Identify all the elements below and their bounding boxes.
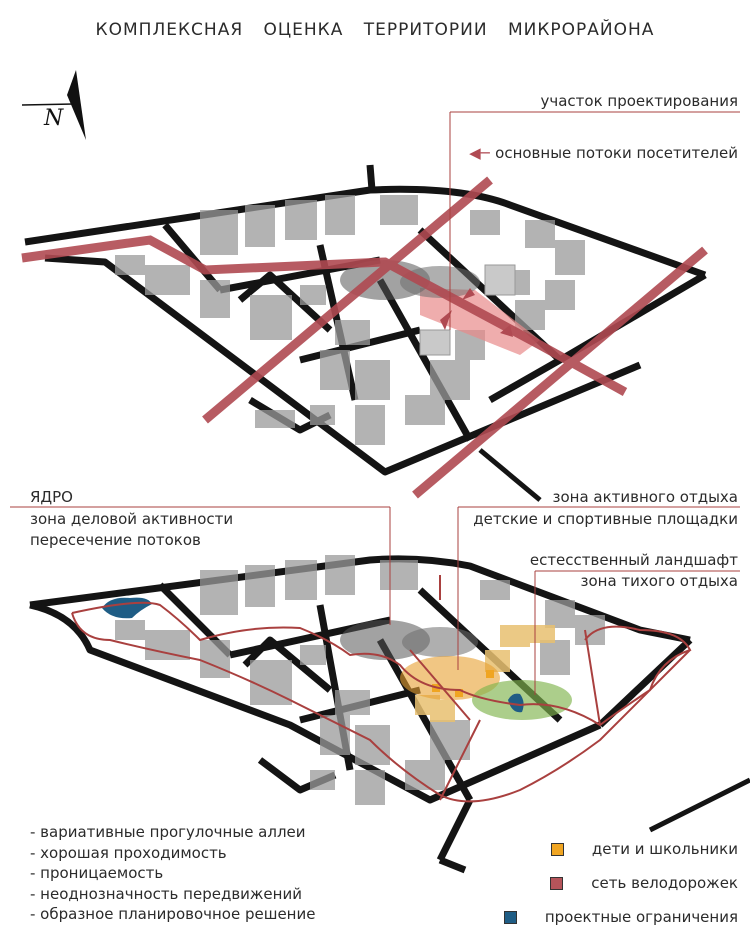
page-title: КОМПЛЕКСНАЯ ОЦЕНКА ТЕРРИТОРИИ МИКРОРАЙОН…: [95, 20, 655, 40]
visitor-flows-top: [21, 176, 708, 499]
legend-swatch: [550, 876, 564, 890]
flow-arrow-icon: ◀─: [469, 144, 490, 162]
list-item: - вариативные прогулочные аллеи: [30, 823, 306, 841]
list-item: - проницаемость: [30, 864, 164, 882]
list-item: - хорошая проходимость: [30, 843, 227, 862]
legend-label: проектные ограничения: [544, 908, 738, 926]
compass-letter: N: [43, 106, 64, 131]
top-map: [21, 164, 708, 502]
legend-label: сеть велодорожек: [591, 874, 738, 892]
core-zone-bottom: [340, 620, 430, 660]
label-core-crossing: пересечение потоков: [30, 531, 201, 549]
legend-swatch: [550, 842, 564, 856]
label-active-zone: зона активного отдыха: [552, 488, 738, 506]
label-site: участок проектирования: [540, 92, 738, 110]
legend: дети и школьники сеть велодорожек проект…: [503, 832, 738, 934]
site-buildings-top: [419, 264, 516, 356]
list-item: - неоднозначность передвижений: [30, 884, 302, 903]
list-item: - образное планировочное решение: [30, 905, 316, 923]
label-flows: ◀─ основные потоки посетителей: [469, 143, 738, 163]
water-body: [102, 597, 152, 619]
legend-label: дети и школьники: [591, 840, 738, 858]
label-natural: естесственный ландшафт: [529, 551, 738, 569]
flow-arrows-top: [440, 288, 513, 337]
label-core-title: ЯДРО: [30, 488, 73, 506]
legend-swatch: [503, 910, 517, 924]
label-quiet-zone: зона тихого отдыха: [580, 572, 739, 590]
features-list: - вариативные прогулочные аллеи - хороша…: [30, 822, 315, 925]
buildings-bottom: [115, 555, 605, 805]
bottom-map: [29, 555, 750, 874]
bike-network-bottom: [71, 575, 692, 803]
north-arrow-icon: N: [21, 70, 86, 140]
legend-item-constraints: проектные ограничения: [503, 900, 738, 934]
leader-lines: [10, 111, 740, 695]
legend-item-children: дети и школьники: [504, 832, 738, 866]
legend-item-bike: сеть велодорожек: [504, 866, 738, 900]
label-flows-text: основные потоки посетителей: [495, 144, 738, 162]
label-core-business: зона деловой активности: [30, 510, 234, 528]
label-playgrounds: детские и спортивные площадки: [473, 510, 738, 528]
children-buildings-bottom: [415, 625, 555, 722]
